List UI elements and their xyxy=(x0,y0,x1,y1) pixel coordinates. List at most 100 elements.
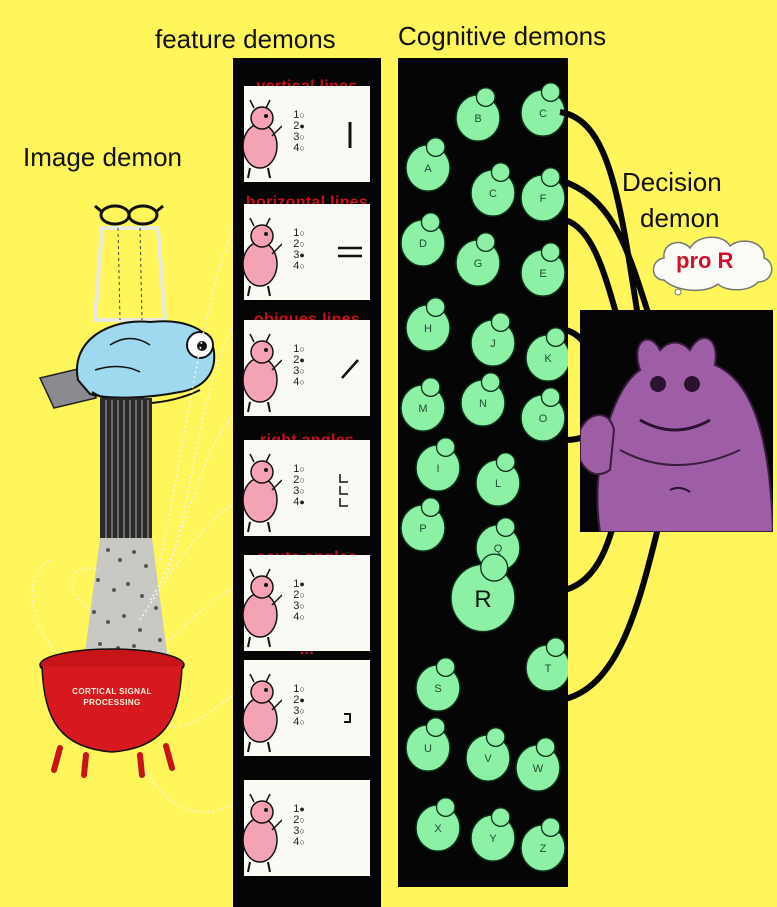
cauldron-label: CORTICAL SIGNAL PROCESSING xyxy=(56,686,168,708)
cognitive-demon-letter: W xyxy=(533,763,544,775)
cognitive-demon-letter: G xyxy=(474,258,483,270)
feature-panel: 1●2○3○4○ xyxy=(244,555,370,651)
feature-count-row: 2○ xyxy=(288,815,310,826)
open-circle-icon: ○ xyxy=(299,717,304,727)
cognitive-demon: I xyxy=(416,438,460,491)
feature-count-row: 2○ xyxy=(288,475,310,486)
open-circle-icon: ○ xyxy=(299,475,304,485)
open-circle-icon: ○ xyxy=(299,110,304,120)
cognitive-demon-letter: P xyxy=(419,523,426,535)
cognitive-demon-letter: R xyxy=(474,586,491,613)
feature-glyph-icon xyxy=(332,114,368,154)
feature-count-row: 1● xyxy=(288,579,310,590)
cognitive-demon: S xyxy=(416,658,460,711)
filled-circle-icon: ● xyxy=(299,497,304,507)
cognitive-demon: G xyxy=(456,233,500,286)
open-circle-icon: ○ xyxy=(299,601,304,611)
cognitive-demon: N xyxy=(461,373,505,426)
feature-count-row: 1○ xyxy=(288,228,310,239)
cognitive-demon: H xyxy=(406,298,450,351)
cognitive-demon-letter: S xyxy=(434,683,441,695)
cognitive-demon-letter: I xyxy=(436,463,439,475)
open-circle-icon: ○ xyxy=(299,590,304,600)
feature-count-row: 4○ xyxy=(288,612,310,623)
feature-count-list: 1●2○3○4○ xyxy=(288,804,310,848)
feature-count-list: 1●2○3○4○ xyxy=(288,579,310,623)
feature-count-row: 2○ xyxy=(288,590,310,601)
filled-circle-icon: ● xyxy=(299,695,304,705)
feature-demon xyxy=(238,320,282,416)
cognitive-demon-letter: F xyxy=(540,193,547,205)
feature-glyph-icon xyxy=(332,688,368,728)
feature-glyph-icon xyxy=(332,468,368,508)
cognitive-demon: W xyxy=(516,738,560,791)
cognitive-demon: E xyxy=(521,243,565,296)
cognitive-demon-letter: V xyxy=(484,753,492,765)
cognitive-demon: Y xyxy=(471,808,515,861)
feature-count-row: 4○ xyxy=(288,261,310,272)
open-circle-icon: ○ xyxy=(299,366,304,376)
filled-circle-icon: ● xyxy=(299,121,304,131)
feature-demon xyxy=(238,204,282,300)
open-circle-icon: ○ xyxy=(299,815,304,825)
cognitive-demon-letter: D xyxy=(419,238,427,250)
cognitive-demon-letter: H xyxy=(424,323,432,335)
open-circle-icon: ○ xyxy=(299,344,304,354)
cognitive-demon-letter: Z xyxy=(540,843,547,855)
open-circle-icon: ○ xyxy=(299,837,304,847)
cognitive-demon-highlighted: R xyxy=(451,554,515,631)
feature-count-row: 1○ xyxy=(288,684,310,695)
cognitive-demon: U xyxy=(406,718,450,771)
feature-panel: 1●2○3○4○ xyxy=(244,780,370,876)
cognitive-demon-letter: E xyxy=(539,268,546,280)
cognitive-demon-letter: A xyxy=(424,163,432,175)
feature-glyph-icon xyxy=(332,808,368,848)
decision-demon-box xyxy=(580,310,773,532)
cognitive-demon: T xyxy=(526,638,568,691)
cognitive-demon-letter: Q xyxy=(494,543,503,555)
feature-count-row: 4● xyxy=(288,497,310,508)
feature-count-row: 2● xyxy=(288,121,310,132)
feature-glyph-icon xyxy=(332,583,368,623)
feature-glyph-icon xyxy=(332,232,368,272)
cognitive-demon: A xyxy=(406,138,450,191)
feature-count-row: 1○ xyxy=(288,110,310,121)
feature-demon xyxy=(238,86,282,182)
cognitive-demon: P xyxy=(401,498,445,551)
open-circle-icon: ○ xyxy=(299,486,304,496)
glasses-icon xyxy=(95,206,163,224)
open-circle-icon: ○ xyxy=(299,612,304,622)
feature-demon xyxy=(238,555,282,651)
feature-demon xyxy=(238,780,282,876)
cognitive-demon-letter: C xyxy=(539,108,547,120)
cognitive-demon: L xyxy=(476,453,520,506)
filled-circle-icon: ● xyxy=(299,579,304,589)
cognitive-demon-letter: K xyxy=(544,353,552,365)
cognitive-demon: Z xyxy=(521,818,565,871)
cognitive-demon-letter: C xyxy=(489,188,497,200)
cognitive-demon: C xyxy=(471,163,515,216)
cognitive-demon: M xyxy=(401,378,445,431)
open-circle-icon: ○ xyxy=(299,143,304,153)
feature-count-row: 1○ xyxy=(288,344,310,355)
feature-demon xyxy=(238,440,282,536)
feature-panel-title: ... xyxy=(219,641,395,659)
image-demon xyxy=(77,321,214,403)
cognitive-demon-letter: U xyxy=(424,743,432,755)
cognitive-demon: K xyxy=(526,328,568,381)
cognitive-demon: X xyxy=(416,798,460,851)
feature-panel: 1○2●3○4○ xyxy=(244,320,370,416)
open-circle-icon: ○ xyxy=(299,826,304,836)
feature-count-row: 4○ xyxy=(288,837,310,848)
feature-count-row: 3● xyxy=(288,250,310,261)
feature-count-row: 4○ xyxy=(288,377,310,388)
open-circle-icon: ○ xyxy=(299,684,304,694)
filled-circle-icon: ● xyxy=(299,355,304,365)
cognitive-demon-letter: B xyxy=(474,113,481,125)
cognitive-demon-letter: Y xyxy=(489,833,497,845)
filled-circle-icon: ● xyxy=(299,250,304,260)
cognitive-demon: F xyxy=(521,168,565,221)
